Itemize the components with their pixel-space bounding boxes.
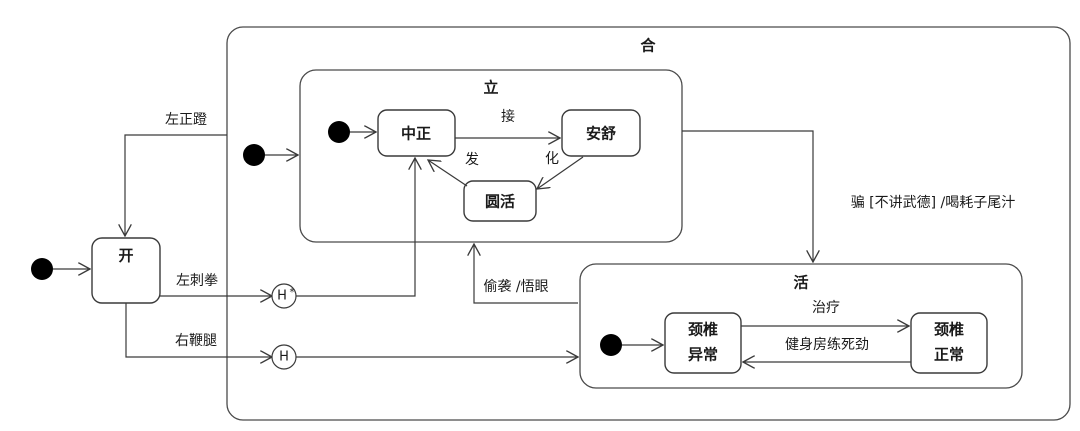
- composite-state-he[interactable]: [226, 26, 1071, 421]
- edge-pian: [682, 130, 813, 262]
- deep-history-star-marker: *: [290, 287, 295, 298]
- state-zhongzheng[interactable]: [377, 109, 456, 157]
- composite-state-li-label: 立: [483, 79, 498, 97]
- edge-fa-label: 发: [465, 152, 479, 168]
- state-jingzhui-yichang-label-line2: 异常: [688, 346, 718, 364]
- state-yuanhuo-label: 圆活: [485, 193, 515, 211]
- state-yuanhuo[interactable]: [463, 180, 537, 222]
- edge-zuo-ci-quan-label: 左刺拳: [176, 273, 218, 289]
- state-jingzhui-zhengchang-label-line1: 颈椎: [933, 321, 964, 339]
- edge-jianshenfang-label: 健身房练死劲: [785, 337, 869, 353]
- composite-state-he-label: 合: [639, 37, 656, 55]
- state-jingzhui-yichang-label-line1: 颈椎: [687, 321, 718, 339]
- edge-you-bian-tui-label: 右鞭腿: [175, 333, 217, 349]
- initial-node-root: [31, 258, 53, 280]
- edge-pian-label: 骗 [不讲武德] /喝耗子尾汁: [851, 195, 1016, 211]
- deep-history-label: H: [277, 289, 287, 304]
- state-zhongzheng-label: 中正: [401, 125, 431, 143]
- edge-tou-xi-label: 偷袭 /悟眼: [483, 279, 548, 295]
- initial-node-huo: [600, 334, 622, 356]
- state-jingzhui-yichang[interactable]: [664, 312, 742, 374]
- edge-zuo-zheng-deng-label: 左正蹬: [165, 112, 207, 128]
- edge-jie-label: 接: [501, 108, 515, 125]
- edge-deep-history-to-zhongzheng: [296, 158, 415, 297]
- state-jingzhui-zhengchang[interactable]: [910, 312, 988, 374]
- edge-zhiliao-label: 治疗: [812, 300, 840, 316]
- state-jingzhui-zhengchang-label-line2: 正常: [934, 346, 964, 364]
- edge-you-bian-tui: [125, 303, 272, 357]
- edge-tou-xi: [474, 244, 578, 304]
- state-anshu[interactable]: [561, 109, 641, 157]
- composite-state-huo-label: 活: [793, 274, 808, 292]
- state-kai-label: 开: [118, 247, 133, 265]
- edge-hua: [537, 156, 584, 189]
- composite-state-huo[interactable]: [579, 263, 1023, 389]
- initial-node-he: [243, 144, 265, 166]
- state-anshu-label: 安舒: [586, 125, 616, 143]
- composite-state-li[interactable]: [299, 69, 683, 243]
- shallow-history-label: H: [279, 350, 289, 365]
- edge-zuo-zheng-deng: [125, 134, 227, 236]
- edge-fa: [428, 160, 468, 187]
- edge-hua-label: 化: [545, 151, 559, 167]
- initial-node-li: [328, 121, 350, 143]
